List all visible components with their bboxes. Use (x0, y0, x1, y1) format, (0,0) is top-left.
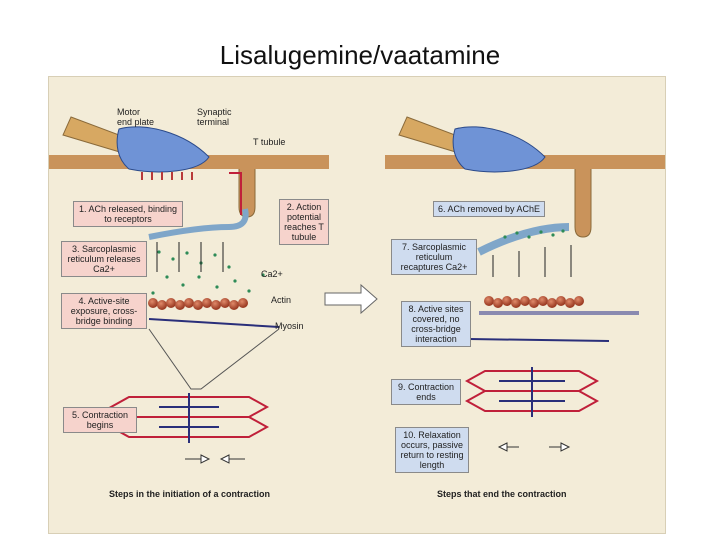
t-tubule-right (574, 169, 592, 238)
ca-release-arrows (156, 242, 224, 272)
label-t-tubule: T tubule (253, 137, 286, 147)
myosin-filament-left (148, 318, 280, 328)
step-10-box: 10. Relaxation occurs, passive return to… (395, 427, 469, 473)
caption-end: Steps that end the contraction (437, 489, 567, 499)
label-motor-end-plate: Motor end plate (117, 107, 155, 127)
myosin-filament-right (468, 338, 610, 342)
ca-recapture-arrows (492, 245, 572, 277)
zoom-funnel (148, 328, 280, 390)
step-1-box: 1. ACh released, binding to receptors (73, 201, 183, 227)
sarcoplasmic-reticulum-right (477, 223, 570, 256)
ca-dots-left (151, 250, 265, 295)
step-6-box: 6. ACh removed by AChE (433, 201, 545, 217)
label-ca: Ca2+ (261, 269, 283, 279)
step-7-box: 7. Sarcoplasmic reticulum recaptures Ca2… (391, 239, 477, 275)
step-9-box: 9. Contraction ends (391, 379, 461, 405)
page-title: Lisalugemine/vaatamine (219, 40, 501, 70)
actin-filament-left (148, 298, 248, 310)
axon-right (398, 116, 460, 154)
transition-arrow (324, 283, 378, 315)
step-8-box: 8. Active sites covered, no cross-bridge… (401, 301, 471, 347)
axon-left (62, 116, 124, 154)
synaptic-terminal-left (116, 126, 210, 173)
label-actin: Actin (271, 295, 292, 305)
contraction-arrows-left (185, 454, 245, 464)
actin-filament-right (484, 296, 584, 308)
diagram-artwork (49, 116, 665, 464)
relaxation-arrows-right (497, 442, 571, 452)
myosin-bands-right (499, 367, 565, 417)
step-3-box: 3. Sarcoplasmic reticulum releases Ca2+ (61, 241, 147, 277)
label-myosin: Myosin (275, 321, 304, 331)
ach-marks-left (141, 172, 193, 180)
step-4-box: 4. Active-site exposure, cross-bridge bi… (61, 293, 147, 329)
step-5-box: 5. Contraction begins (63, 407, 137, 433)
myosin-bands-left (159, 393, 219, 443)
sarcoplasmic-reticulum-left (148, 208, 249, 240)
ca-dots-right (503, 229, 565, 239)
sarcomere-right (464, 370, 600, 412)
diagram-panel: Motor end plate Synaptic terminal T tubu… (48, 76, 666, 534)
synaptic-terminal-right (452, 126, 546, 173)
label-synaptic-terminal: Synaptic terminal (197, 107, 232, 127)
action-potential-path (229, 172, 242, 215)
step-2-box: 2. Action potential reaches T tubule (279, 199, 329, 245)
caption-initiation: Steps in the initiation of a contraction (109, 489, 271, 499)
